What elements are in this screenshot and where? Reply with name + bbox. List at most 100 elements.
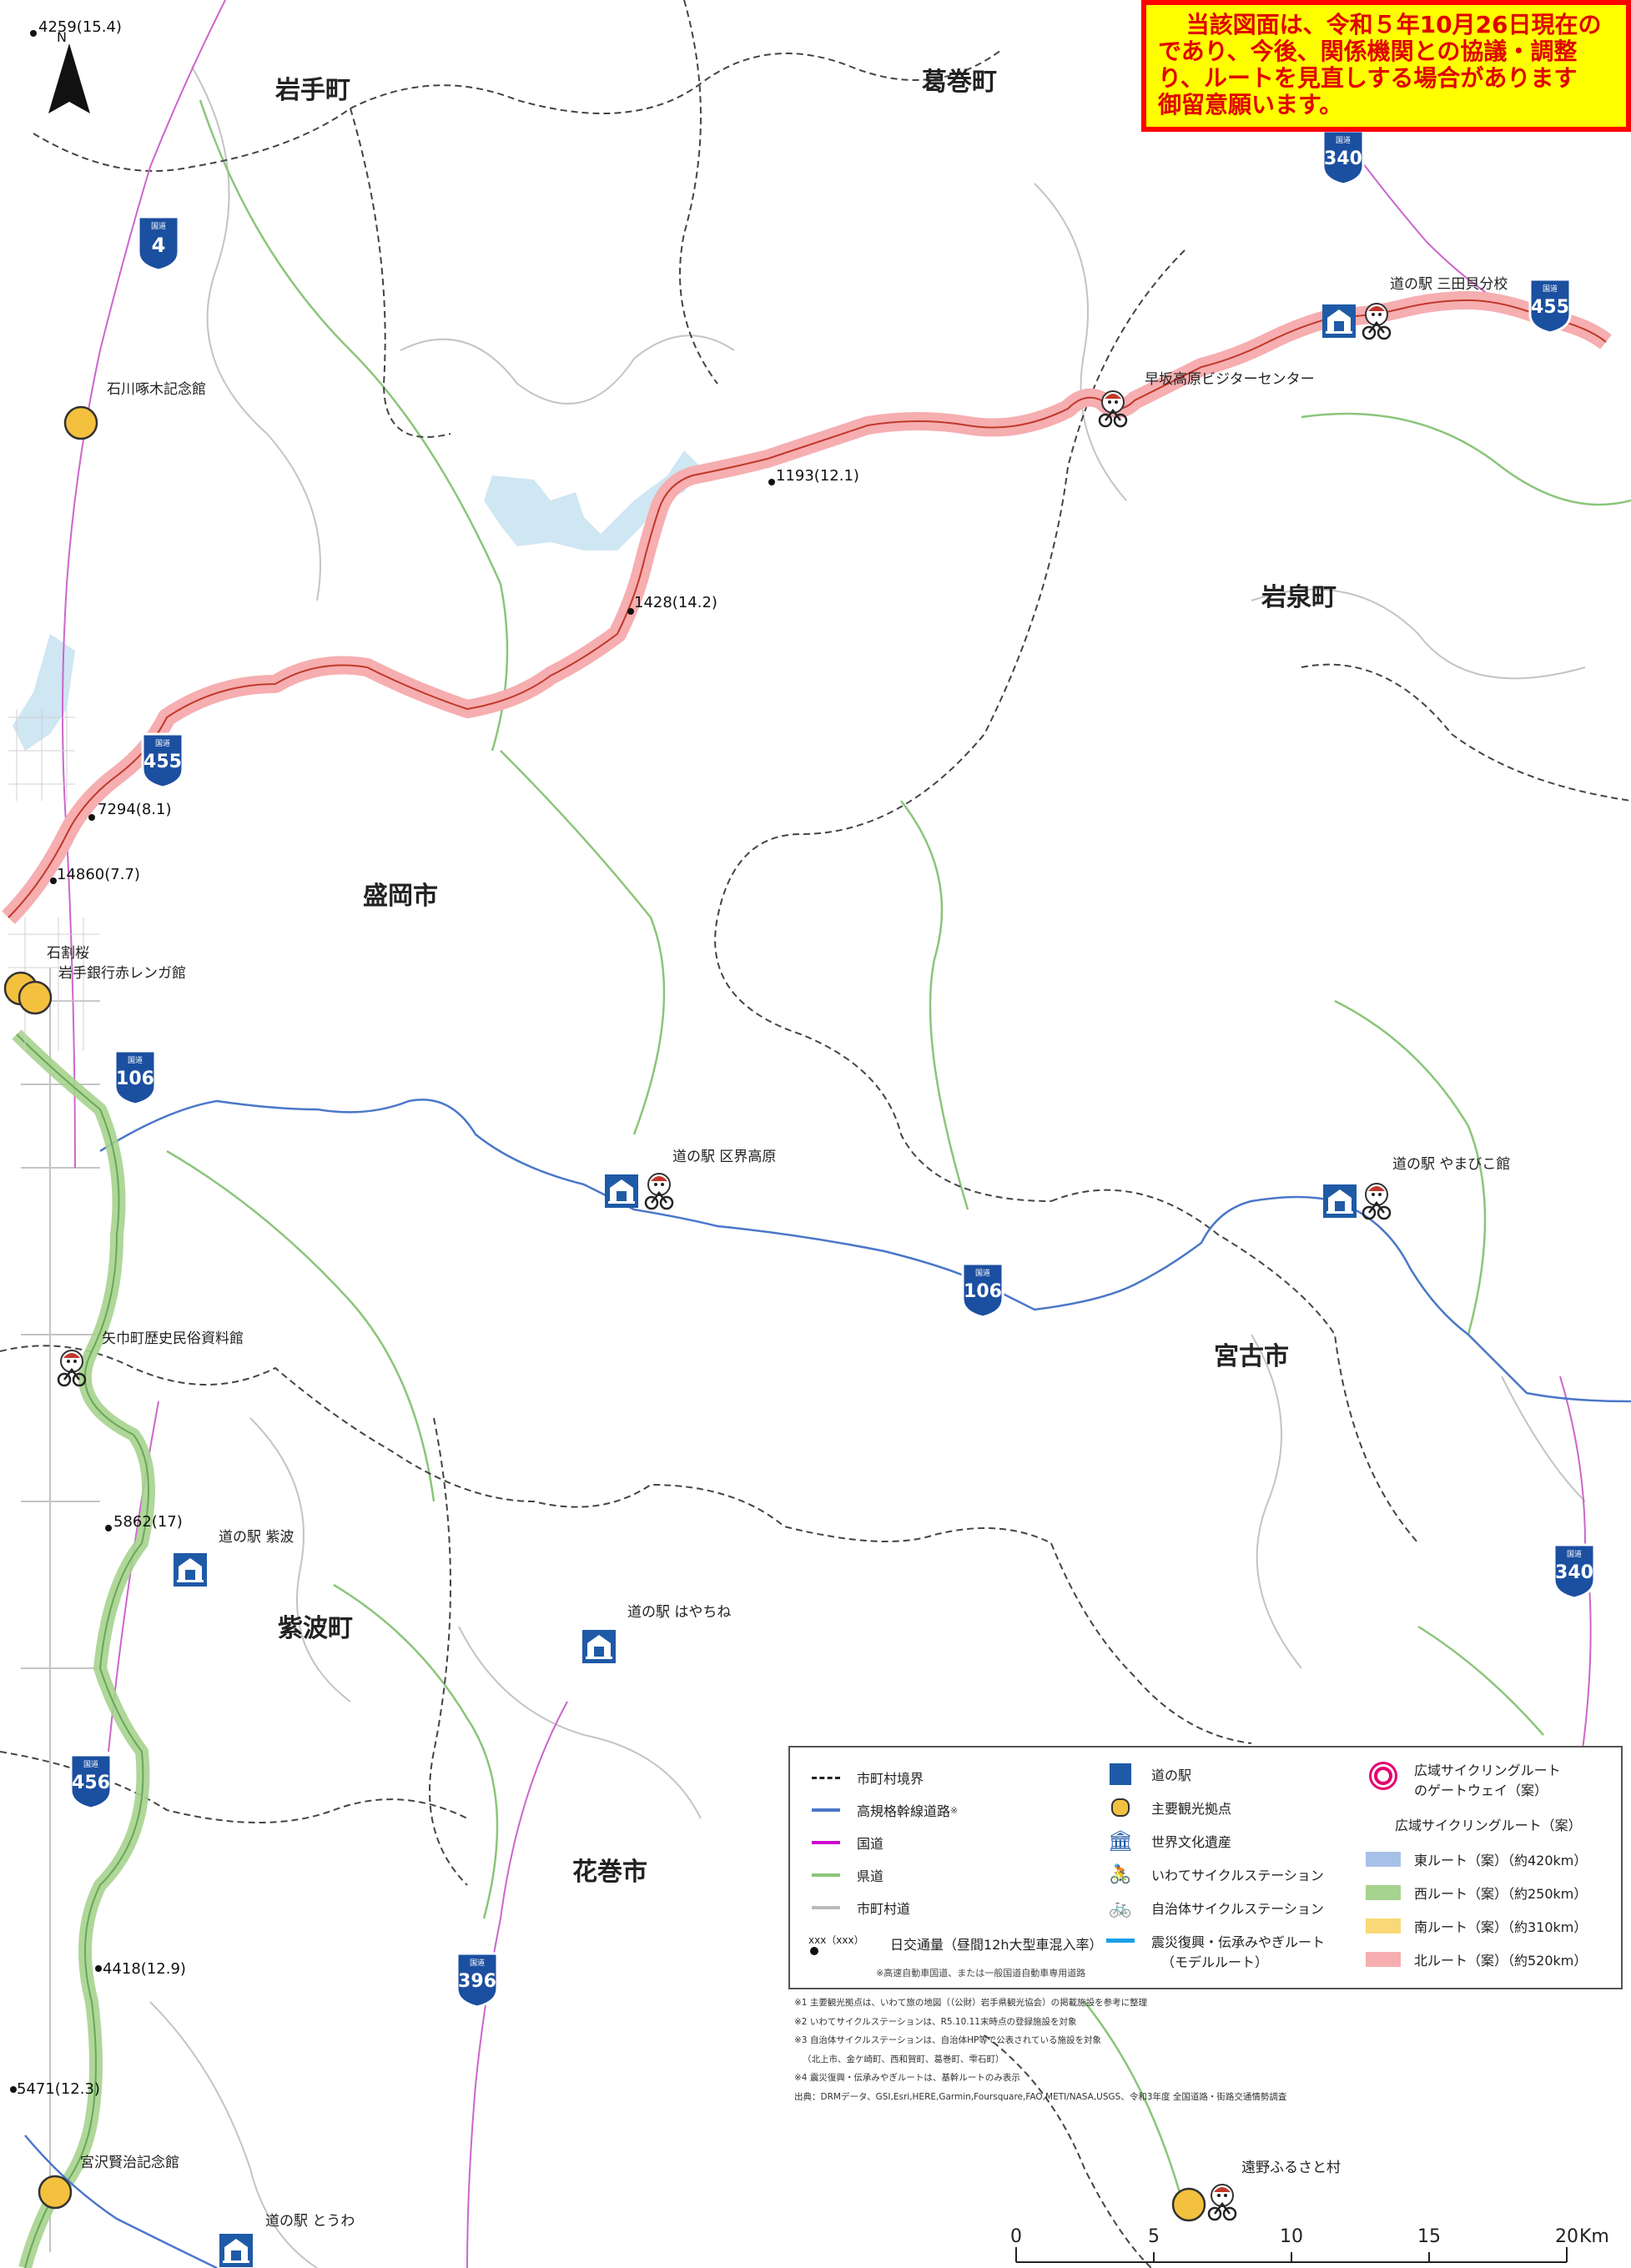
legend-traffic-sample: xxx（xxx） xyxy=(808,1934,864,1946)
legend-expressway: 高規格幹線道路 xyxy=(857,1803,951,1819)
note-line: ※2 いわてサイクルステーションは、R5.10.11末時点の登録施設を対象 xyxy=(794,2016,1077,2027)
svg-text:396: 396 xyxy=(458,1971,496,1992)
legend-prefectural: 県道 xyxy=(857,1868,884,1884)
notice-line: り、ルートを見直しする場合があります xyxy=(1158,64,1578,92)
label-iwaizumi-town: 岩泉町 xyxy=(1261,583,1337,612)
prefectural-road xyxy=(1417,1625,1544,1736)
svg-text:国道: 国道 xyxy=(470,1958,485,1968)
label-hanamaki-city: 花巻市 xyxy=(572,1858,647,1887)
michinoeki-icon xyxy=(174,1553,207,1587)
svg-text:国道: 国道 xyxy=(1543,284,1558,294)
municipal-boundary xyxy=(714,249,1185,1202)
legend-gateway-2: のゲートウェイ（案） xyxy=(1414,1783,1548,1798)
label-miyako-city: 宮古市 xyxy=(1214,1342,1289,1371)
prefectural-road xyxy=(1084,2001,1186,2211)
route-shield-340-east: 国道 340 xyxy=(1553,1543,1596,1600)
route-shield-4: 国道 4 xyxy=(137,215,180,272)
traffic-point xyxy=(30,30,37,37)
traffic-count: 4259(15.4) xyxy=(38,18,122,36)
lake xyxy=(484,450,701,551)
municipal-road xyxy=(1034,183,1127,501)
legend-north: 北ルート（案）（約520km） xyxy=(1414,1953,1588,1969)
svg-text:456: 456 xyxy=(72,1773,110,1793)
scale-label: 20 xyxy=(1555,2226,1578,2247)
place-label: 道の駅 やまびこ館 xyxy=(1392,1156,1510,1173)
tourist-spot-icon xyxy=(38,2175,73,2210)
traffic-count: 4418(12.9) xyxy=(103,1960,186,1978)
tourist-spot-icon xyxy=(1111,1798,1130,1817)
cycle-station-icon xyxy=(1362,302,1392,340)
municipal-road xyxy=(458,1626,702,1819)
south-route-segment xyxy=(24,2135,218,2268)
cycle-station-icon xyxy=(1098,390,1128,428)
traffic-count: 5862(17) xyxy=(113,1513,183,1531)
legend-traffic: 日交通量（昼間12h大型車混入率） xyxy=(890,1937,1103,1953)
route-shield-340-north: 国道 340 xyxy=(1321,129,1365,186)
traffic-point xyxy=(768,479,775,485)
svg-text:国道: 国道 xyxy=(83,1759,98,1769)
scale-unit: Km xyxy=(1579,2226,1609,2247)
urban-area xyxy=(8,709,75,801)
svg-text:国道: 国道 xyxy=(128,1055,143,1065)
svg-text:340: 340 xyxy=(1555,1562,1593,1583)
traffic-point xyxy=(95,1965,102,1972)
legend-boundary: 市町村境界 xyxy=(857,1771,924,1787)
michinoeki-icon xyxy=(1322,304,1356,338)
legend-south-swatch xyxy=(1366,1918,1401,1934)
municipal-road xyxy=(149,2001,318,2268)
note-line: （北上市、金ケ崎町、西和賀町、葛巻町、雫石町） xyxy=(803,2054,1004,2064)
lake-west xyxy=(13,634,75,751)
legend-municipal: 市町村道 xyxy=(857,1901,911,1917)
prefectural-road xyxy=(500,750,666,1135)
legend-local-cycle: 自治体サイクルステーション xyxy=(1151,1901,1324,1917)
svg-text:106: 106 xyxy=(116,1069,154,1089)
heritage-icon: 🏛 xyxy=(1107,1829,1134,1853)
legend-west: 西ルート（案）（約250km） xyxy=(1414,1886,1588,1902)
legend-michinoeki: 道の駅 xyxy=(1151,1768,1192,1783)
tourist-spot-icon xyxy=(1171,2187,1206,2222)
municipal-boundary xyxy=(679,0,718,385)
scale-label: 15 xyxy=(1417,2226,1441,2247)
place-label: 矢巾町歴史民俗資料館 xyxy=(102,1330,244,1347)
scale-label: 10 xyxy=(1280,2226,1303,2247)
prefectural-road xyxy=(333,1583,499,1919)
bicycle-icon: 🚲 xyxy=(1109,1897,1132,1918)
svg-text:455: 455 xyxy=(143,752,182,772)
municipal-road xyxy=(191,66,321,601)
legend-gateway: 広域サイクリングルート xyxy=(1414,1763,1561,1778)
svg-text:国道: 国道 xyxy=(975,1268,990,1278)
north-arrow: N xyxy=(48,29,90,113)
prefectural-road xyxy=(166,1149,435,1502)
svg-text:455: 455 xyxy=(1531,297,1569,318)
legend-fukko: 震災復興・伝承みやぎルート xyxy=(1151,1934,1326,1950)
traffic-count: 14860(7.7) xyxy=(57,866,140,883)
legend-north-swatch xyxy=(1366,1952,1401,1967)
route-shield-456: 国道 456 xyxy=(69,1753,113,1810)
route-shield-106-mid: 国道 106 xyxy=(961,1262,1004,1319)
gateway-icon xyxy=(1374,1767,1392,1785)
place-label: 早坂高原ビジターセンター xyxy=(1145,371,1315,388)
municipal-boundary xyxy=(1050,1189,1419,1544)
label-morioka-city: 盛岡市 xyxy=(363,882,438,911)
cycle-station-icon xyxy=(1207,2183,1237,2221)
cycle-station-icon xyxy=(644,1172,674,1210)
legend-routes-title: 広域サイクリングルート（案） xyxy=(1395,1818,1582,1833)
legend-national: 国道 xyxy=(857,1836,884,1852)
michinoeki-icon xyxy=(605,1174,638,1208)
scale-label: 0 xyxy=(1010,2226,1022,2247)
municipal-road xyxy=(1501,1375,1586,1502)
note-source: 出典：DRMデータ、GSI,Esri,HERE,Garmin,Foursquar… xyxy=(794,2091,1287,2102)
traffic-count: 5471(12.3) xyxy=(17,2080,100,2098)
tourist-spot-icon xyxy=(63,405,98,440)
tourist-spot-icon xyxy=(18,980,53,1015)
municipal-road xyxy=(400,334,735,405)
legend-east-swatch xyxy=(1366,1852,1401,1867)
municipal-boundary xyxy=(1050,1542,1252,1744)
notice-box: 当該図面は、令和５年10月26日現在の であり、今後、関係機関との協議・調整 り… xyxy=(1141,0,1631,132)
north-cycling-route xyxy=(2,291,1612,924)
place-label: 道の駅 はやちね xyxy=(627,1604,731,1621)
traffic-count: 1428(14.2) xyxy=(634,594,717,611)
place-label: 宮沢賢治記念館 xyxy=(80,2154,179,2171)
national-route-4 xyxy=(62,0,226,1169)
